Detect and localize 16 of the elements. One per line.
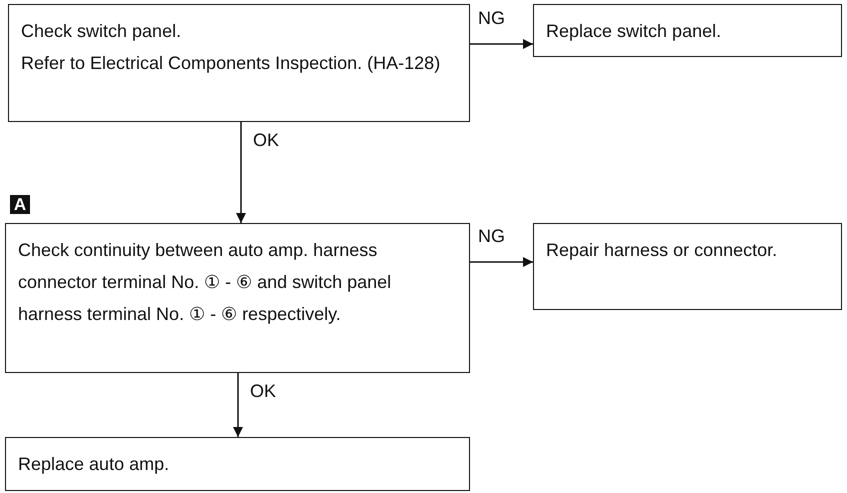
arrow [470, 257, 533, 267]
step-text: Refer to Electrical Components Inspection. (HA-128) [21, 52, 442, 75]
step-text: Replace switch panel. [546, 20, 722, 43]
process-box [5, 437, 470, 491]
step-text: Repair harness or connector. [546, 239, 778, 262]
process-box [8, 4, 470, 122]
section-marker: A [10, 195, 30, 214]
step-text: Replace auto amp. [18, 453, 170, 476]
step-text: Check continuity between auto amp. harness connector terminal No. ① - ⑥ and switch panel harness terminal No. ① - ⑥ respectively. [18, 239, 392, 326]
arrow [233, 373, 243, 437]
arrow [236, 122, 246, 223]
arrow [470, 39, 533, 49]
step-text: Check switch panel. [21, 20, 182, 43]
process-box [5, 223, 470, 373]
process-box [533, 223, 842, 310]
process-box [533, 4, 842, 57]
